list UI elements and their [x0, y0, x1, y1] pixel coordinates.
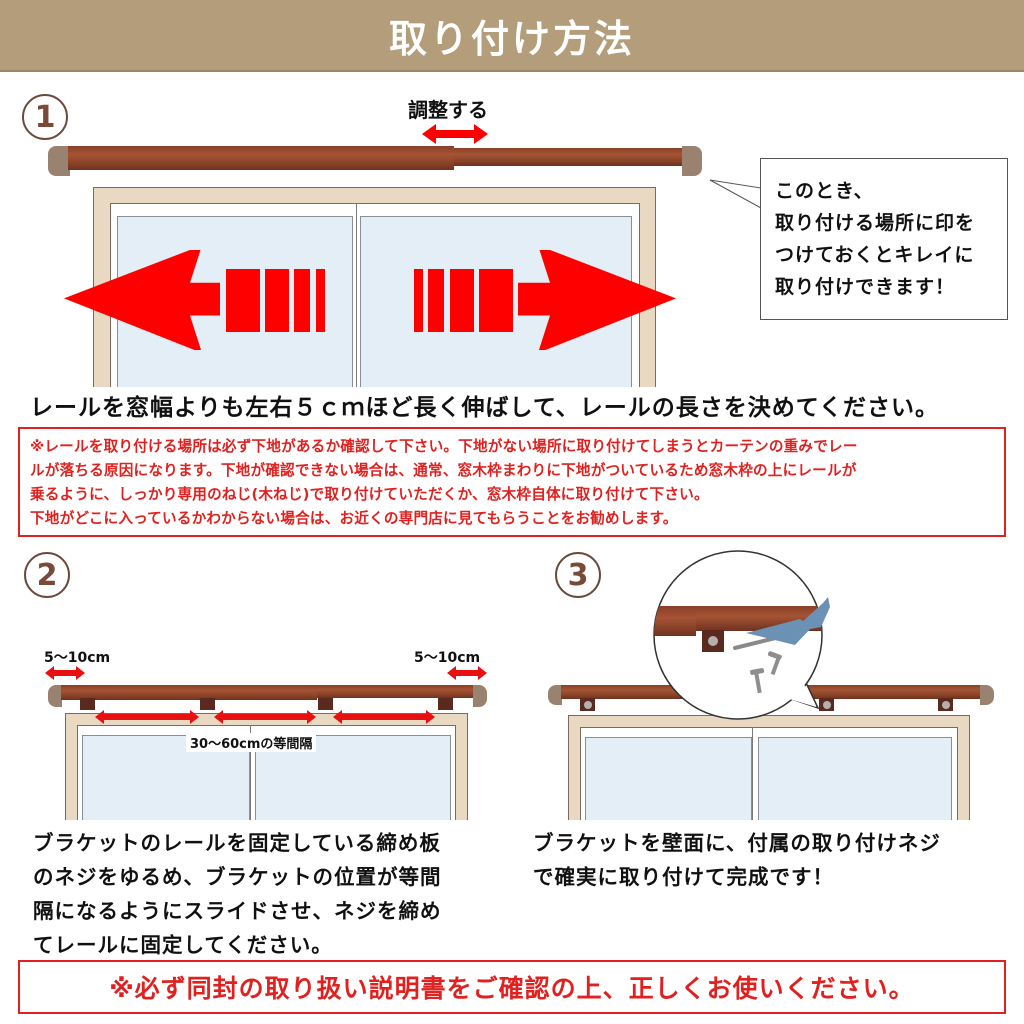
- expand-left-arrow-icon: [64, 250, 325, 350]
- step-number-text: 1: [34, 99, 56, 135]
- left-offset-label: 5～10cm: [44, 650, 111, 666]
- window-mullion: [250, 725, 251, 820]
- bracket-spacing-label: 30～60cmの等間隔: [186, 733, 317, 752]
- rail-end-cap-left: [548, 685, 562, 705]
- rail-end-cap-right: [980, 685, 994, 705]
- bracket-spacing-arrows-icon: [95, 710, 435, 724]
- bracket: [438, 698, 453, 710]
- rail-end-cap-left: [48, 146, 70, 176]
- bracket: [318, 698, 333, 710]
- bracket: [200, 698, 215, 710]
- page-title: 取り付け方法: [388, 16, 635, 61]
- bracket: [580, 698, 595, 711]
- callout-line: 取り付ける場所に印を: [775, 212, 976, 234]
- curtain-rail-inner: [317, 685, 474, 698]
- rail-end-cap-left: [48, 685, 62, 707]
- window-glass-left: [585, 737, 752, 820]
- curtain-rail-inner: [454, 148, 684, 166]
- page-header: 取り付け方法: [0, 0, 1024, 72]
- step-number-2: 2: [24, 552, 70, 598]
- curtain-rail-outer: [61, 685, 317, 700]
- tip-callout: このとき、 取り付ける場所に印を つけておくとキレイに 取り付けできます！: [760, 158, 1008, 320]
- warning-line: ルが落ちる原因になります。下地が確認できない場合は、通常、窓木枠まわりに下地がつ…: [30, 462, 857, 479]
- instruction-line: ブラケットを壁面に、付属の取り付けネジ: [533, 831, 941, 855]
- instruction-line: てレールに固定してください。: [33, 933, 333, 957]
- instruction-line: 隔になるようにスライドさせ、ネジを締め: [33, 899, 442, 923]
- left-offset-arrow-icon: [45, 666, 85, 680]
- callout-line: 取り付けできます！: [775, 276, 956, 298]
- step-number-3: 3: [555, 552, 601, 598]
- mounting-warning-box: ※レールを取り付ける場所は必ず下地があるか確認して下さい。下地がない場所に取り付…: [18, 427, 1006, 537]
- right-offset-arrow-icon: [447, 666, 487, 680]
- warning-line: 下地がどこに入っているかわからない場合は、お近くの専門店に見てもらうことをお勧め…: [30, 510, 678, 527]
- magnified-detail-bubble: [653, 550, 830, 720]
- bracket: [938, 698, 953, 711]
- screw-icon: [822, 700, 831, 709]
- rail-end-cap-right: [473, 685, 487, 707]
- window-mullion: [752, 727, 753, 820]
- step3-instruction: ブラケットを壁面に、付属の取り付けネジ で確実に取り付けて完成です！: [533, 826, 941, 894]
- bracket: [819, 698, 834, 711]
- instruction-line: のネジをゆるめ、ブラケットの位置が等間: [33, 865, 442, 889]
- right-offset-label: 5～10cm: [414, 650, 481, 666]
- manual-notice-text: ※必ず同封の取り扱い説明書をご確認の上、正しくお使いください。: [109, 974, 915, 1003]
- warning-line: ※レールを取り付ける場所は必ず下地があるか確認して下さい。下地がない場所に取り付…: [30, 438, 858, 455]
- callout-pointer: [709, 179, 762, 209]
- instruction-line: ブラケットのレールを固定している締め板: [33, 831, 441, 855]
- adjust-double-arrow-icon: [422, 124, 488, 144]
- callout-line: このとき、: [775, 180, 874, 202]
- window-mullion: [356, 203, 357, 387]
- step1-instruction: レールを窓幅よりも左右５ｃｍほど長く伸ばして、レールの長さを決めてください。: [30, 395, 940, 421]
- instruction-line: で確実に取り付けて完成です！: [533, 865, 834, 889]
- expand-right-arrow-icon: [414, 250, 676, 350]
- screw-icon: [583, 700, 592, 709]
- step-number-text: 2: [36, 557, 58, 593]
- step-number-text: 3: [567, 557, 589, 593]
- curtain-rail-outer: [68, 146, 454, 170]
- adjust-label: 調整する: [408, 98, 488, 122]
- window-glass-right: [758, 737, 952, 820]
- bracket: [80, 698, 95, 710]
- callout-line: つけておくとキレイに: [775, 244, 975, 266]
- step-number-1: 1: [22, 94, 68, 140]
- rail-end-cap-right: [682, 146, 702, 176]
- manual-notice-box: ※必ず同封の取り扱い説明書をご確認の上、正しくお使いください。: [18, 960, 1006, 1014]
- screw-icon: [941, 700, 950, 709]
- warning-line: 乗るように、しっかり専用のねじ(木ねじ)で取り付けていただくか、窓木枠自体に取り…: [30, 486, 709, 503]
- step2-instruction: ブラケットのレールを固定している締め板 のネジをゆるめ、ブラケットの位置が等間 …: [33, 826, 442, 962]
